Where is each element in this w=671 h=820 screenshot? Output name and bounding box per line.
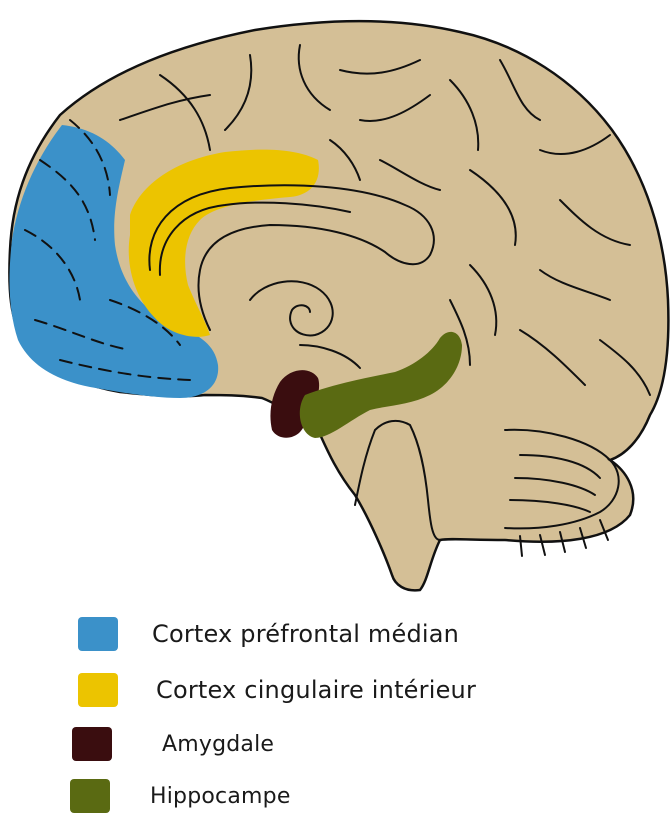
legend-swatch-cingulate bbox=[78, 673, 118, 707]
legend-swatch-amygdala bbox=[72, 727, 112, 761]
legend-label-amygdala: Amygdale bbox=[162, 732, 274, 757]
legend-item-hippocampus: Hippocampe bbox=[70, 772, 291, 820]
legend-swatch-prefrontal bbox=[78, 617, 118, 651]
legend-swatch-hippocampus bbox=[70, 779, 110, 813]
legend-label-cingulate: Cortex cingulaire intérieur bbox=[156, 676, 476, 704]
legend-item-cingulate: Cortex cingulaire intérieur bbox=[78, 666, 476, 714]
legend-item-prefrontal: Cortex préfrontal médian bbox=[78, 610, 459, 658]
legend-label-prefrontal: Cortex préfrontal médian bbox=[152, 620, 459, 648]
brain-diagram bbox=[0, 0, 671, 600]
legend-label-hippocampus: Hippocampe bbox=[150, 784, 291, 809]
legend: Cortex préfrontal médian Cortex cingulai… bbox=[0, 600, 671, 812]
legend-item-amygdala: Amygdale bbox=[72, 720, 274, 768]
